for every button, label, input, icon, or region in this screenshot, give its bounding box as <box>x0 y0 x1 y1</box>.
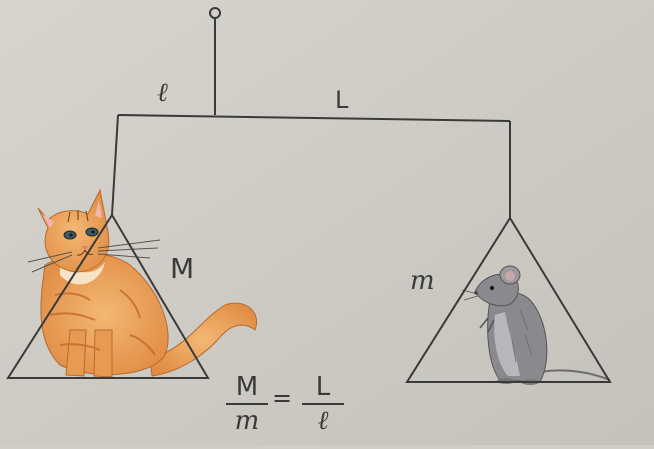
left-pan-triangle <box>6 213 210 379</box>
formula-left-fraction: M m <box>226 372 268 436</box>
fraction-bar <box>302 403 344 405</box>
cat-drawing <box>27 188 258 378</box>
formula-equals-sign: = <box>272 384 293 412</box>
long-arm-label: L <box>335 86 349 114</box>
formula-right-denominator: ℓ <box>317 406 329 436</box>
short-arm-label: ℓ <box>157 78 168 108</box>
light-mass-label: m <box>410 266 435 296</box>
balance-beam <box>111 114 511 218</box>
right-pan-triangle <box>405 216 612 383</box>
formula-left-numerator: M <box>235 372 259 402</box>
mouse-drawing <box>461 265 611 385</box>
hook-icon <box>209 7 221 115</box>
formula-left-denominator: m <box>234 406 260 436</box>
formula-right-fraction: L ℓ <box>302 372 344 436</box>
formula-right-numerator: L <box>315 372 331 402</box>
heavy-mass-label: M <box>170 252 195 285</box>
fraction-bar <box>226 403 268 405</box>
